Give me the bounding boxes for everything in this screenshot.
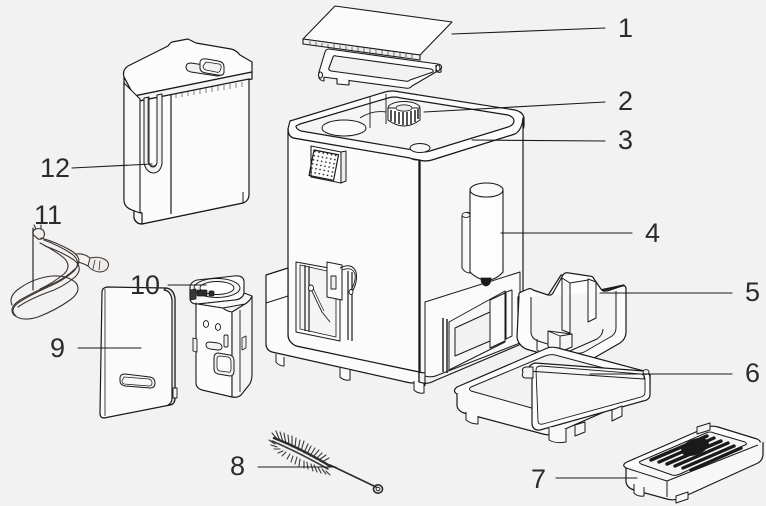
part-main-body [265, 90, 525, 394]
callout-number-10: 10 [130, 270, 161, 300]
ventilation-grille [308, 145, 347, 184]
callout-number-5: 5 [745, 277, 761, 307]
leader-line-1 [451, 27, 606, 35]
callout-number-8: 8 [230, 451, 246, 481]
callout-number-7: 7 [531, 464, 547, 494]
callout-number-1: 1 [618, 13, 634, 43]
part-water-tank [122, 38, 253, 225]
part-grounds-container [516, 272, 627, 365]
callout-number-11: 11 [34, 200, 63, 230]
leader-lines [32, 27, 733, 479]
brew-chamber-cavity [295, 261, 357, 342]
coffee-spout [461, 182, 504, 287]
grind-adjustment-knob [387, 101, 421, 127]
part-drip-tray-grid [623, 422, 764, 504]
leader-line-12 [71, 163, 153, 169]
callout-number-2: 2 [618, 86, 634, 116]
part-power-cord [10, 224, 109, 320]
callout-number-6: 6 [745, 358, 761, 388]
callout-number-12: 12 [40, 153, 71, 183]
part-cleaning-brush [268, 430, 384, 494]
part-brew-unit [189, 275, 253, 398]
callout-number-9: 9 [50, 333, 66, 363]
leader-line-2 [423, 101, 606, 113]
callout-number-4: 4 [645, 218, 661, 248]
part-drip-tray-body [453, 346, 651, 444]
callout-number-3: 3 [618, 125, 634, 155]
part-side-access-panel [99, 286, 178, 419]
part-bean-hopper-lid [302, 5, 453, 89]
leader-line-3 [471, 139, 606, 142]
